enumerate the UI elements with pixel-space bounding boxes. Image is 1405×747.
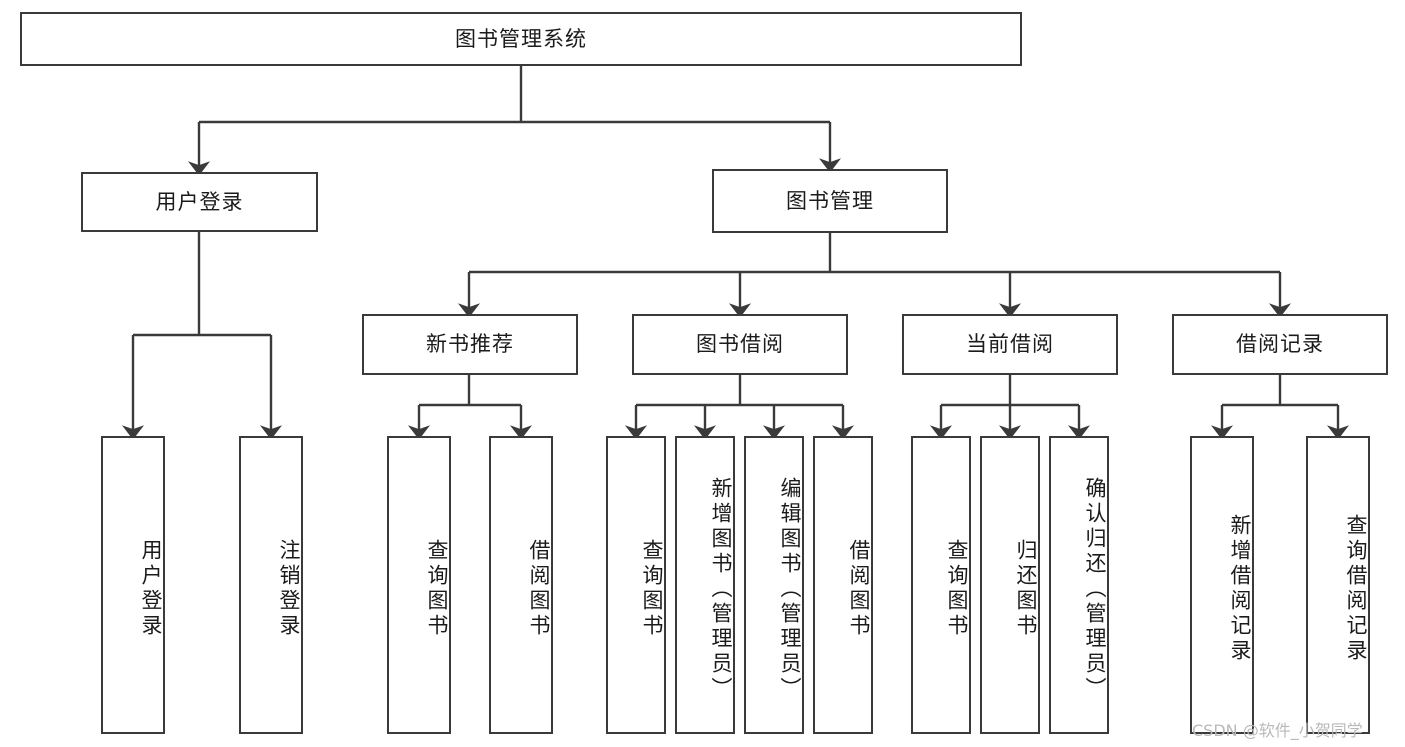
watermark-text: CSDN @软件_小贺同学 bbox=[1192, 721, 1363, 740]
leaf-new-book-query[interactable]: 查询图书 bbox=[387, 436, 451, 734]
node-current-borrow[interactable]: 当前借阅 bbox=[902, 314, 1118, 375]
node-label: 用户登录 bbox=[155, 189, 244, 214]
leaf-book-borrow-add[interactable]: 新增图书（管理员） bbox=[675, 436, 735, 734]
node-label: 借阅图书 bbox=[527, 539, 551, 639]
node-label: 查询图书 bbox=[640, 539, 664, 639]
node-label: 借阅图书 bbox=[847, 539, 871, 639]
node-label: 确认归还（管理员） bbox=[1083, 476, 1107, 702]
node-label: 编辑图书（管理员） bbox=[778, 476, 802, 702]
leaf-book-borrow-query[interactable]: 查询图书 bbox=[606, 436, 666, 734]
leaf-borrow-record-query[interactable]: 查询借阅记录 bbox=[1306, 436, 1370, 734]
node-user-login[interactable]: 用户登录 bbox=[81, 172, 318, 232]
leaf-current-borrow-return[interactable]: 归还图书 bbox=[980, 436, 1040, 734]
node-book-management[interactable]: 图书管理 bbox=[712, 169, 948, 233]
node-root-system[interactable]: 图书管理系统 bbox=[20, 12, 1022, 66]
node-label: 当前借阅 bbox=[966, 332, 1054, 357]
leaf-new-book-borrow[interactable]: 借阅图书 bbox=[489, 436, 553, 734]
leaf-borrow-record-add[interactable]: 新增借阅记录 bbox=[1190, 436, 1254, 734]
leaf-user-login-logout[interactable]: 注销登录 bbox=[239, 436, 303, 734]
node-label: 图书管理系统 bbox=[455, 26, 587, 51]
node-label: 查询图书 bbox=[945, 539, 969, 639]
leaf-book-borrow-borrow[interactable]: 借阅图书 bbox=[813, 436, 873, 734]
node-new-book-recommend[interactable]: 新书推荐 bbox=[362, 314, 578, 375]
node-label: 图书管理 bbox=[786, 188, 874, 213]
node-label: 查询图书 bbox=[425, 539, 449, 639]
node-borrow-record[interactable]: 借阅记录 bbox=[1172, 314, 1388, 375]
node-label: 借阅记录 bbox=[1236, 332, 1324, 357]
node-label: 归还图书 bbox=[1014, 539, 1038, 639]
leaf-book-borrow-edit[interactable]: 编辑图书（管理员） bbox=[744, 436, 804, 734]
node-label: 查询借阅记录 bbox=[1344, 514, 1368, 664]
node-label: 注销登录 bbox=[277, 539, 301, 639]
node-label: 用户登录 bbox=[139, 539, 163, 639]
leaf-current-borrow-confirm-return[interactable]: 确认归还（管理员） bbox=[1049, 436, 1109, 734]
node-label: 新增图书（管理员） bbox=[709, 476, 733, 702]
node-book-borrow[interactable]: 图书借阅 bbox=[632, 314, 848, 375]
leaf-current-borrow-query[interactable]: 查询图书 bbox=[911, 436, 971, 734]
node-label: 图书借阅 bbox=[696, 332, 784, 357]
node-label: 新书推荐 bbox=[426, 332, 514, 357]
node-label: 新增借阅记录 bbox=[1228, 514, 1252, 664]
leaf-user-login-login[interactable]: 用户登录 bbox=[101, 436, 165, 734]
